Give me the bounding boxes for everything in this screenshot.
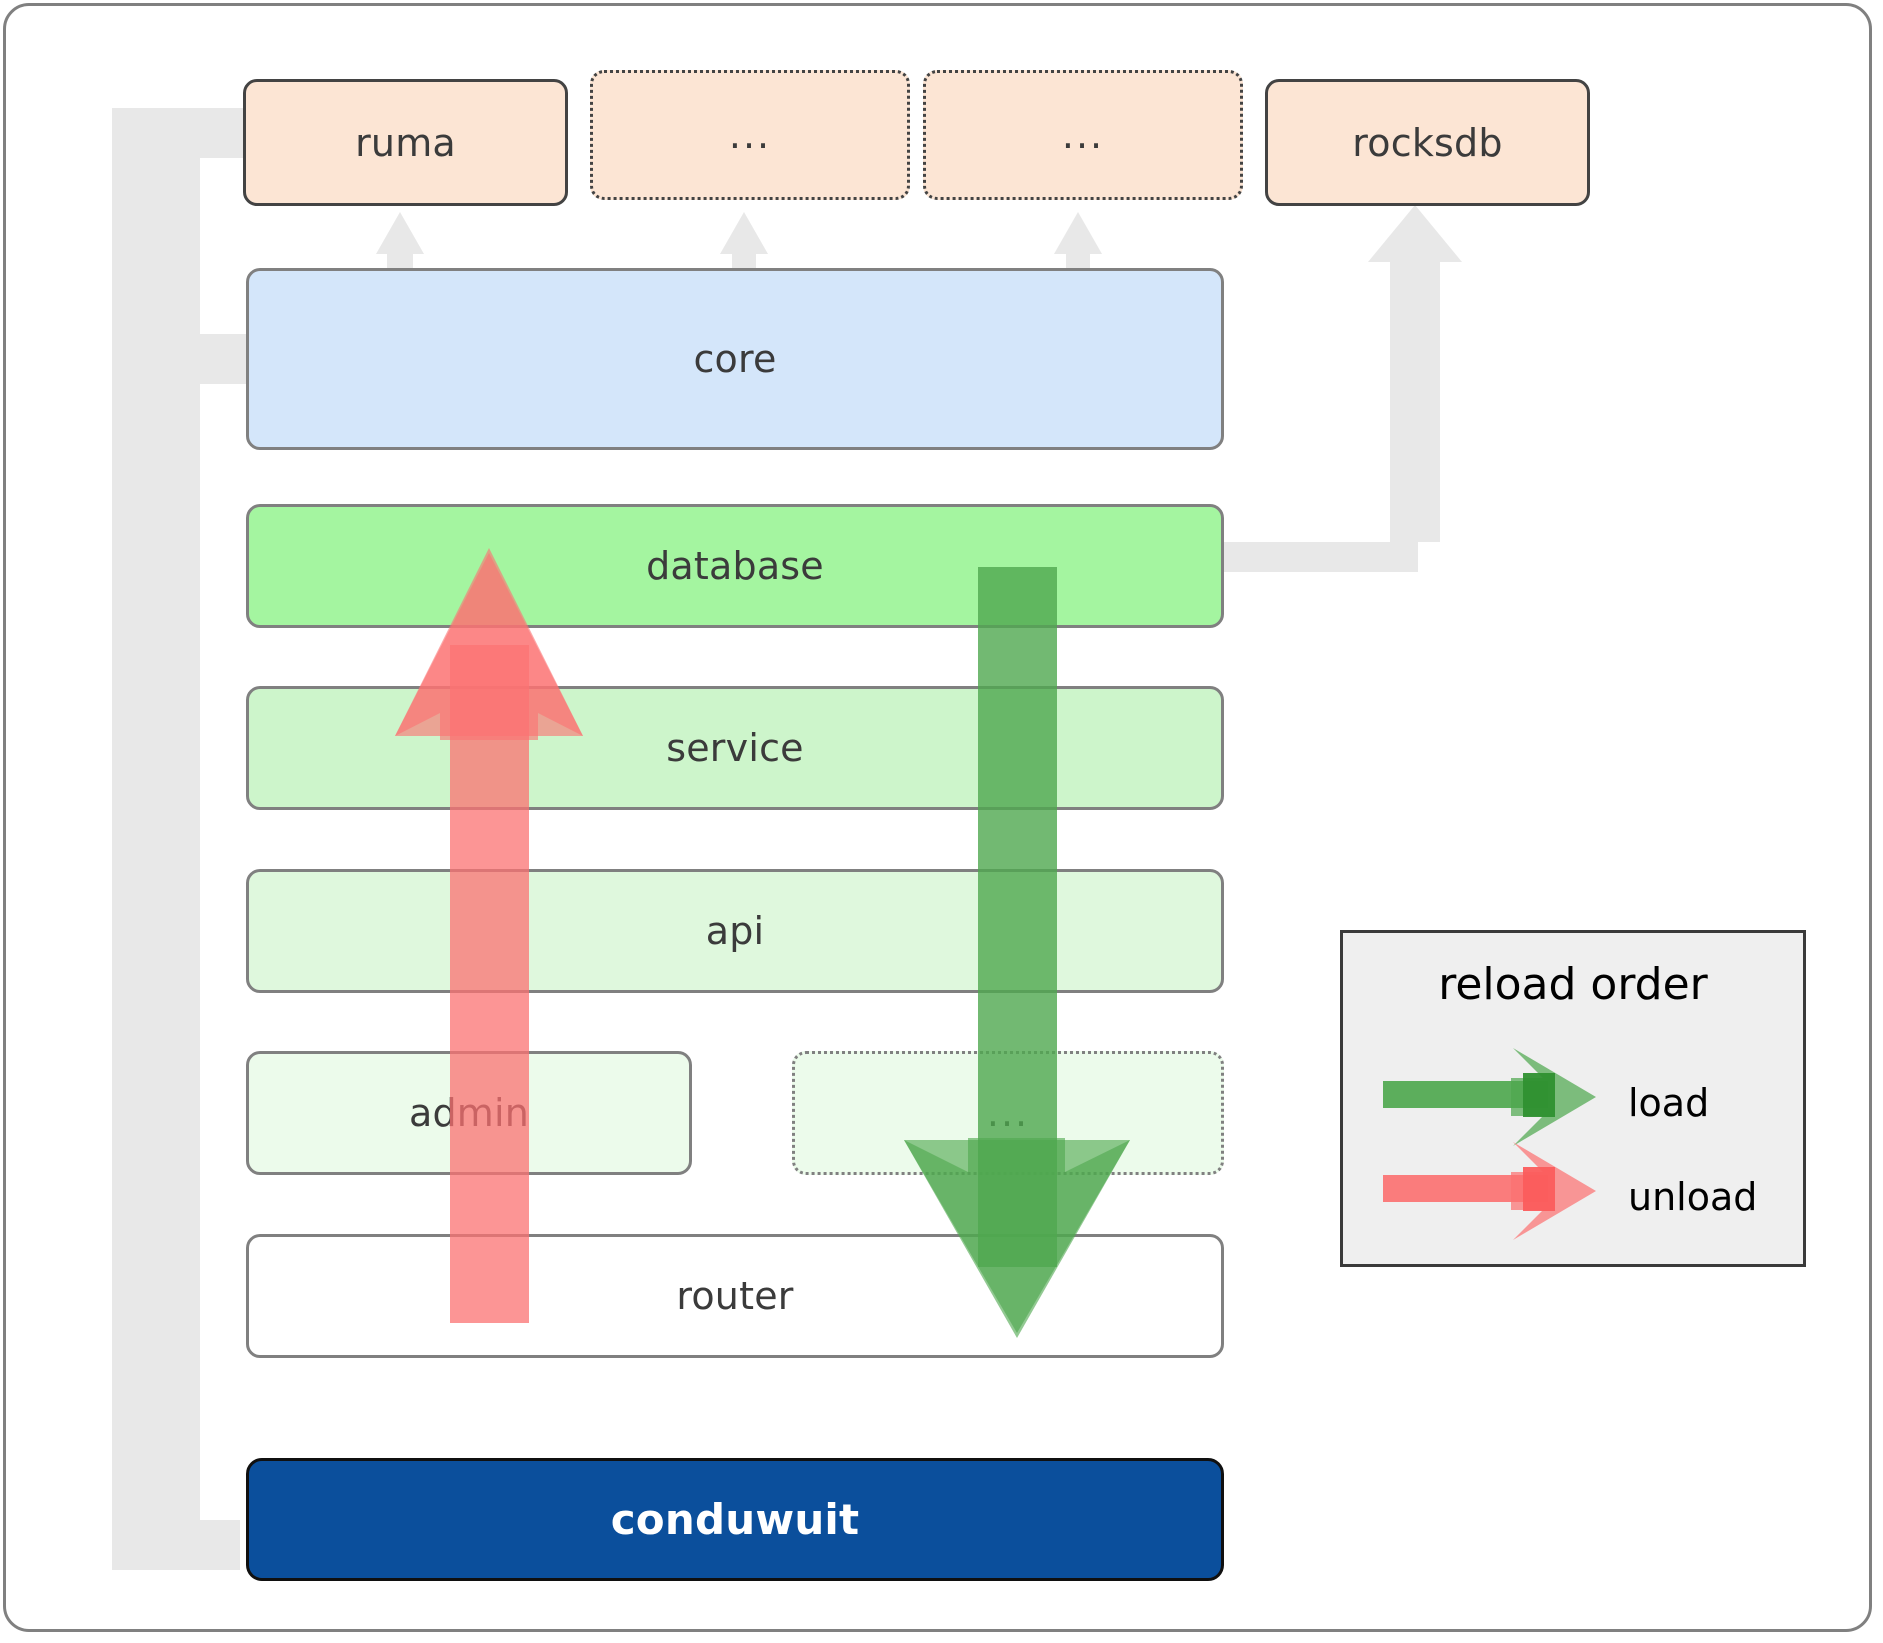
application-label-conduwuit: conduwuit <box>610 1494 860 1544</box>
legend-arrow-graphics <box>1383 1048 1596 1240</box>
layer-label-service: service <box>666 726 804 770</box>
dependency-box-other-1[interactable]: ... <box>590 70 910 200</box>
layer-box-other[interactable]: ... <box>792 1051 1224 1175</box>
dependency-box-other-2[interactable]: ... <box>923 70 1243 200</box>
layer-box-admin[interactable]: admin <box>246 1051 692 1175</box>
legend-unload-swatch <box>1383 1142 1596 1240</box>
dependency-label-other-2: ... <box>1061 113 1105 157</box>
layer-label-admin: admin <box>408 1091 530 1135</box>
layer-box-service[interactable]: service <box>246 686 1224 810</box>
dependency-label-rocksdb: rocksdb <box>1352 120 1503 165</box>
dependency-box-rocksdb[interactable]: rocksdb <box>1265 79 1590 206</box>
legend-title: reload order <box>1438 959 1708 1010</box>
layer-box-database[interactable]: database <box>246 504 1224 628</box>
layer-label-router: router <box>676 1274 794 1318</box>
legend-panel: reload order load unload <box>1340 930 1806 1267</box>
legend-load-swatch <box>1383 1048 1596 1146</box>
layer-box-router[interactable]: router <box>246 1234 1224 1358</box>
diagram-outer-frame <box>3 3 1872 1632</box>
application-box-conduwuit[interactable]: conduwuit <box>246 1458 1224 1581</box>
legend-label-load: load <box>1628 1081 1710 1125</box>
dependency-label-other-1: ... <box>728 113 772 157</box>
layer-label-other: ... <box>986 1091 1030 1135</box>
layer-label-api: api <box>705 909 765 953</box>
layer-box-api[interactable]: api <box>246 869 1224 993</box>
layer-label-database: database <box>646 544 824 588</box>
dependency-box-ruma[interactable]: ruma <box>243 79 568 206</box>
layer-box-core[interactable]: core <box>246 268 1224 450</box>
legend-label-unload: unload <box>1628 1175 1758 1219</box>
layer-label-core: core <box>693 337 777 381</box>
dependency-label-ruma: ruma <box>355 120 456 165</box>
